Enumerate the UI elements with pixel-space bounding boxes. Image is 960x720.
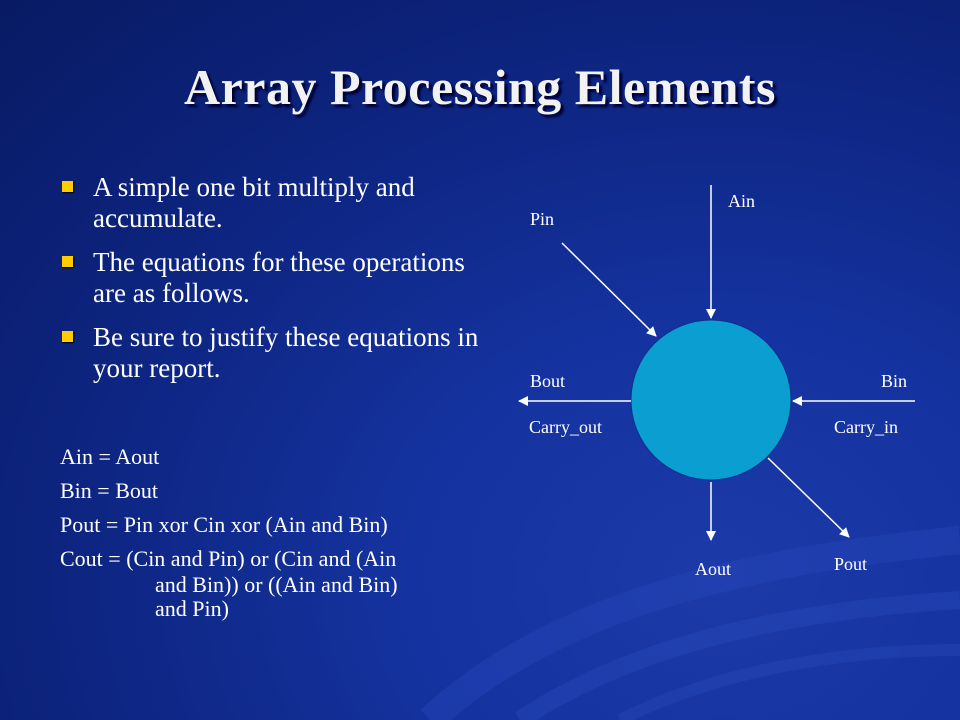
equation-cout: Cout = (Cin and Pin) or (Cin and (Ain an… xyxy=(60,545,480,621)
equation-cout-line: and Pin) xyxy=(155,596,229,621)
equations-block: Ain = Aout Bin = Bout Pout = Pin xor Cin… xyxy=(60,443,480,621)
pin-label: Pin xyxy=(530,209,554,229)
equation-cout-line: and Bin)) or ((Ain and Bin) xyxy=(155,572,398,597)
bullet-text: The equations for these operations are a… xyxy=(93,247,465,308)
aout-label: Aout xyxy=(695,559,731,579)
pin-arrow xyxy=(561,242,657,337)
ain-label: Ain xyxy=(728,191,755,211)
bin-label: Bin xyxy=(881,371,907,391)
pout-arrow xyxy=(767,457,850,538)
bullet-text: Be sure to justify these equations in yo… xyxy=(93,322,479,383)
square-bullet-icon xyxy=(62,331,73,342)
bullet-item: The equations for these operations are a… xyxy=(60,247,480,309)
bullet-text: A simple one bit multiply and accumulate… xyxy=(93,172,415,233)
square-bullet-icon xyxy=(62,181,73,192)
bullet-item: A simple one bit multiply and accumulate… xyxy=(60,172,480,234)
processing-element-node xyxy=(630,319,792,481)
equation-cout-line: Cout = (Cin and Pin) or (Cin and (Ain xyxy=(60,546,397,571)
bout-label: Bout xyxy=(530,371,565,391)
equation-bin: Bin = Bout xyxy=(60,478,158,503)
carry-out-label: Carry_out xyxy=(529,417,602,437)
bullet-list: A simple one bit multiply and accumulate… xyxy=(60,172,480,397)
equation-ain: Ain = Aout xyxy=(60,444,160,469)
bullet-item: Be sure to justify these equations in yo… xyxy=(60,322,480,384)
carry-in-label: Carry_in xyxy=(834,417,898,437)
slide-title: Array Processing Elements xyxy=(183,59,777,115)
pout-label: Pout xyxy=(834,554,867,574)
square-bullet-icon xyxy=(62,256,73,267)
equation-pout: Pout = Pin xor Cin xor (Ain and Bin) xyxy=(60,512,388,537)
